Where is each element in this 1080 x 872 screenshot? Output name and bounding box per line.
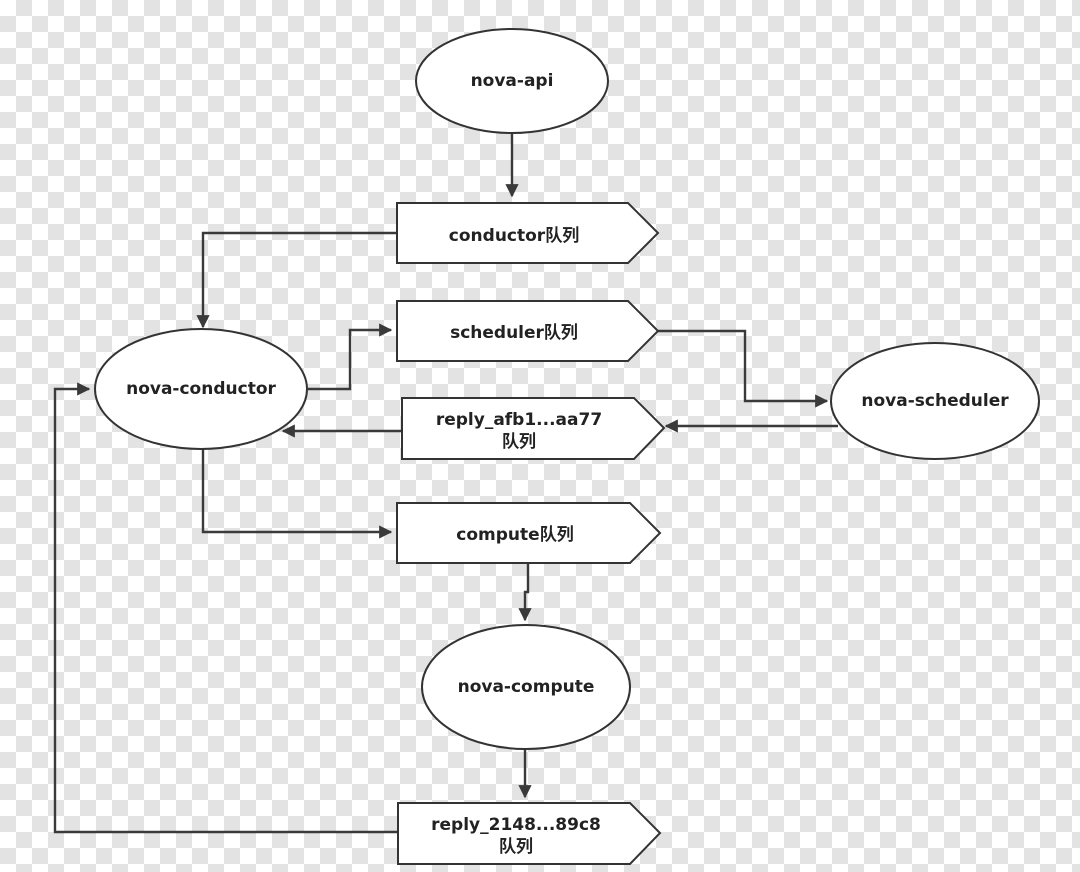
reply-scheduler-queue-shape	[401, 397, 666, 460]
queue-conductor: conductor队列	[396, 202, 660, 264]
queue-scheduler: scheduler队列	[396, 300, 660, 362]
edge-scheduler-queue-to-scheduler	[658, 329, 829, 408]
service-nova-compute: nova-compute	[421, 624, 631, 750]
queue-reply-compute: reply_2148...89c8 队列	[397, 802, 662, 865]
nova-compute-ellipse	[421, 624, 631, 750]
service-nova-conductor: nova-conductor	[94, 328, 308, 450]
queue-reply-scheduler: reply_afb1...aa77 队列	[401, 397, 666, 460]
reply-scheduler-queue-label-line1: reply_afb1...aa77	[436, 410, 602, 430]
compute-queue-shape	[396, 502, 662, 564]
nova-scheduler-ellipse	[830, 342, 1040, 460]
conductor-queue-shape	[396, 202, 660, 264]
edge-conductor-queue-to-conductor	[196, 231, 396, 329]
service-nova-scheduler: nova-scheduler	[830, 342, 1040, 460]
reply-compute-queue-label-line2: 队列	[499, 836, 533, 857]
nova-compute-label: nova-compute	[458, 677, 595, 697]
nova-scheduler-label: nova-scheduler	[861, 391, 1009, 411]
reply-compute-queue-label-line1: reply_2148...89c8	[431, 815, 601, 835]
reply-scheduler-queue-label-line2: 队列	[502, 431, 536, 452]
nova-api-ellipse	[415, 28, 609, 134]
reply-compute-queue-shape	[397, 802, 662, 865]
edge-compute-queue-to-compute	[518, 563, 532, 622]
edges	[53, 133, 838, 834]
edge-conductor-to-compute-queue	[201, 449, 393, 539]
scheduler-queue-shape	[396, 300, 660, 362]
nova-api-label: nova-api	[471, 71, 554, 91]
nova-conductor-ellipse	[94, 328, 308, 450]
conductor-queue-label: conductor队列	[449, 225, 579, 246]
edge-conductor-to-scheduler-queue	[308, 323, 393, 391]
compute-queue-label: compute队列	[456, 524, 573, 545]
nova-conductor-label: nova-conductor	[126, 379, 276, 399]
edge-compute-reply-queue-to-conductor	[53, 382, 398, 834]
service-nova-api: nova-api	[415, 28, 609, 134]
queue-compute: compute队列	[396, 502, 662, 564]
scheduler-queue-label: scheduler队列	[450, 322, 578, 343]
